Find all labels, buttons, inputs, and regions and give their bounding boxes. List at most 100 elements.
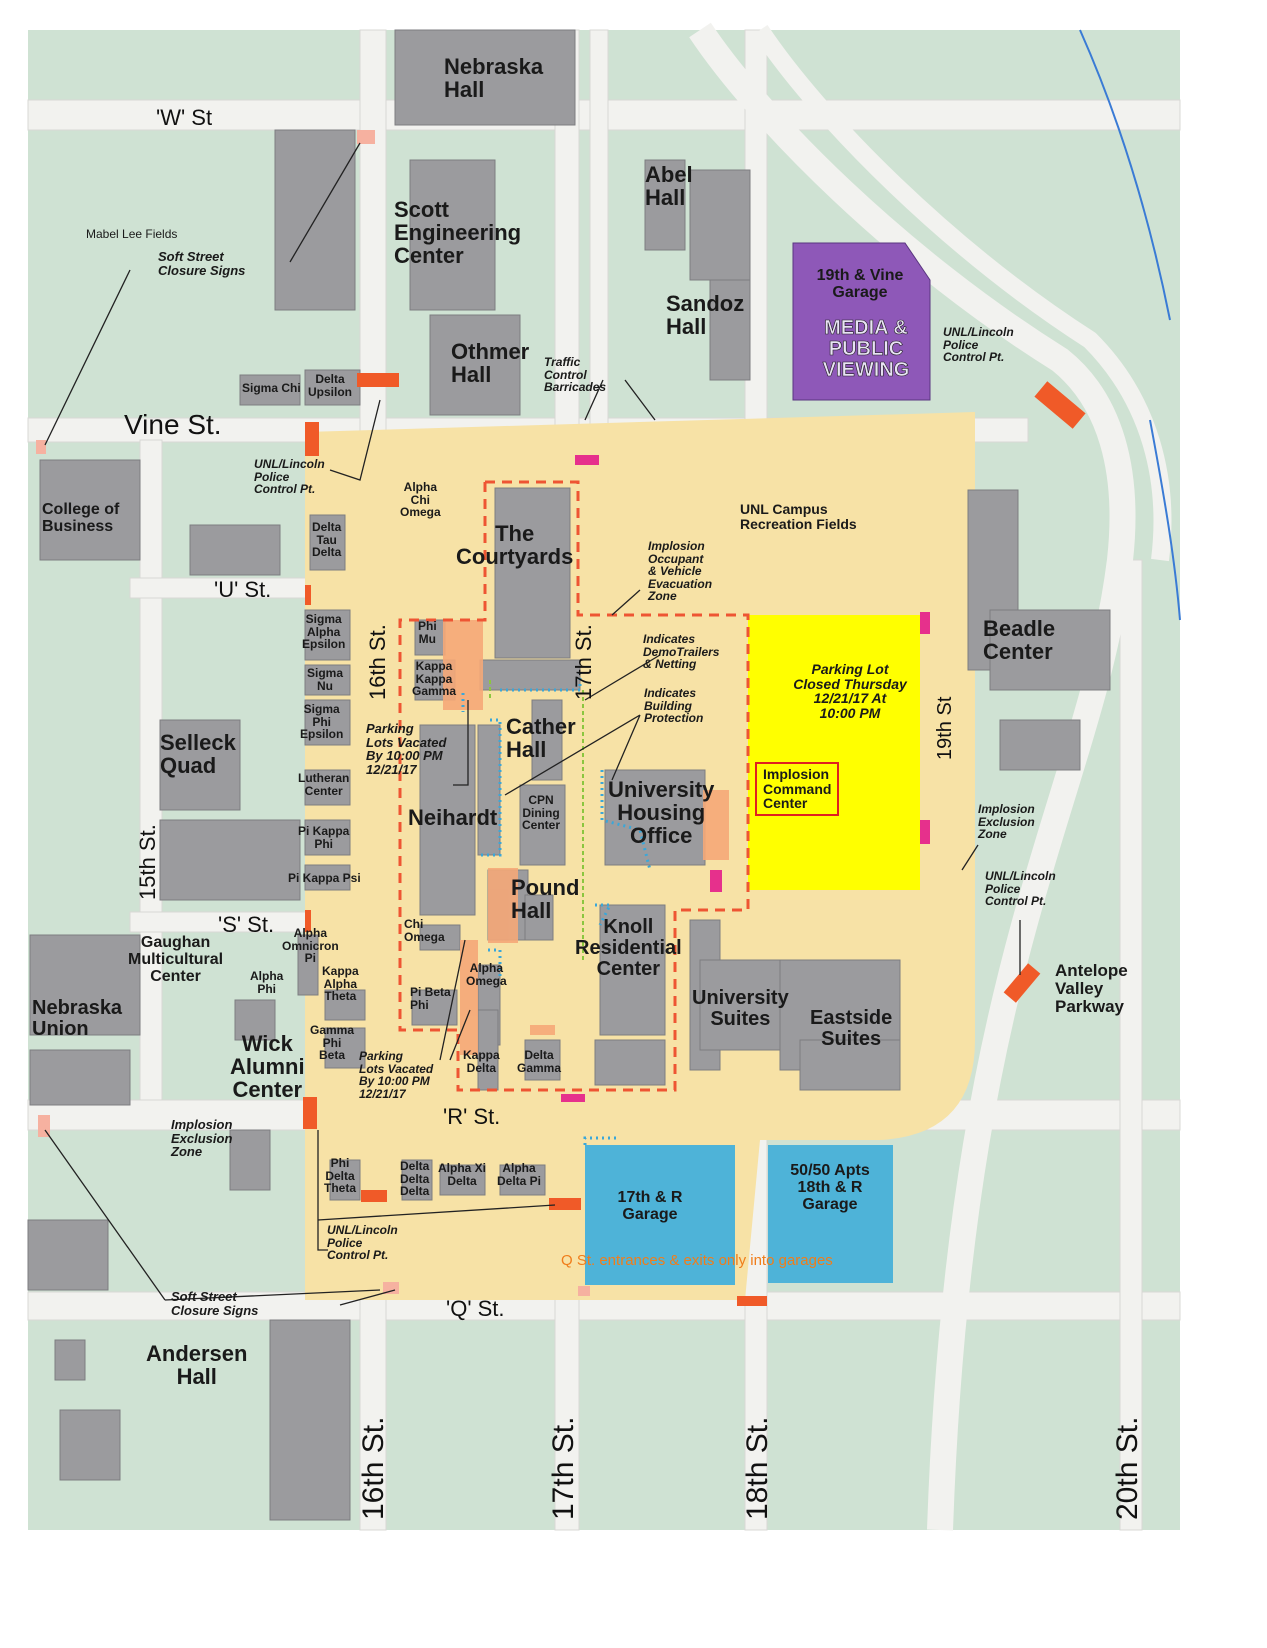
soft-closure-sign — [578, 1286, 590, 1296]
building — [411, 989, 458, 1026]
label-alpha-delta-pi: Alpha Delta Pi — [497, 1161, 542, 1188]
magenta-marker — [710, 870, 722, 892]
label-sigma-phi-epsilon: Sigma Phi Epsilon — [300, 702, 344, 742]
note-building-protection: Indicates Building Protection — [644, 686, 704, 726]
label-university-suites: University Suites — [692, 987, 789, 1030]
evacuation-zone-boundary-west — [398, 482, 487, 1032]
building — [604, 769, 706, 866]
building — [409, 159, 496, 311]
building — [39, 459, 141, 561]
antelope-valley-parkway — [689, 22, 1136, 1531]
building — [324, 1027, 366, 1069]
soft-closure-sign — [36, 440, 46, 454]
building — [599, 904, 666, 1036]
building-protection-line — [600, 770, 652, 871]
building — [304, 819, 351, 856]
building — [27, 1219, 109, 1291]
note-demo-trailers: Indicates DemoTrailers & Netting — [643, 632, 720, 672]
building — [304, 769, 351, 806]
magenta-marker — [575, 455, 599, 465]
label-phi-mu: Phi Mu — [418, 619, 437, 646]
building — [499, 1164, 546, 1196]
evacuation-zone-boundary — [456, 480, 750, 1092]
building — [401, 1159, 433, 1201]
building — [189, 524, 281, 576]
street-label-20th: 20th St. — [1111, 1416, 1144, 1520]
leader-line — [289, 142, 361, 263]
building — [999, 719, 1081, 771]
magenta-marker — [920, 820, 930, 844]
label-alpha-omicron-pi: Alpha Omnicron Pi — [282, 926, 339, 966]
label-knoll: Knoll Residential Center — [575, 916, 682, 980]
building — [524, 894, 554, 941]
police-control-point — [549, 1198, 581, 1210]
building — [439, 1164, 486, 1196]
note-parking-vacated-2: Parking Lots Vacated By 10:00 PM 12/21/1… — [359, 1049, 434, 1101]
note-police-r-st: UNL/Lincoln Police Control Pt. — [327, 1223, 398, 1263]
soft-closure-sign — [38, 1115, 50, 1137]
label-pound: Pound Hall — [511, 875, 580, 924]
building — [419, 724, 476, 916]
building — [519, 784, 566, 866]
leader-line — [44, 269, 131, 446]
police-control-point — [303, 1097, 317, 1129]
building — [269, 1319, 351, 1521]
leader-line — [611, 589, 641, 616]
building — [297, 934, 319, 996]
label-delta-delta-delta: Delta Delta Delta — [400, 1159, 430, 1199]
building — [29, 934, 141, 1036]
road — [139, 439, 163, 1101]
leader-line — [584, 654, 661, 701]
building — [324, 989, 366, 1021]
label-sigma-alpha-epsilon: Sigma Alpha Epsilon — [302, 612, 346, 652]
note-q-st-garages: Q St. entrances & exits only into garage… — [561, 1252, 833, 1269]
road — [27, 1291, 1181, 1321]
media-garage — [792, 242, 931, 401]
building — [159, 719, 241, 811]
note-soft-closure-bottom: Soft Street Closure Signs — [171, 1289, 259, 1318]
label-housing-office: University Housing Office — [608, 777, 715, 849]
label-abel: Abel Hall — [645, 162, 693, 211]
label-chi-omega: Chi Omega — [404, 917, 445, 944]
building — [594, 1039, 666, 1086]
magenta-marker — [561, 1094, 585, 1102]
street-label-18th-bottom: 18th St. — [741, 1416, 774, 1520]
label-sigma-nu: Sigma Nu — [307, 666, 344, 693]
label-kappa-kappa-gamma: Kappa Kappa Gamma — [412, 659, 457, 699]
leader-line — [317, 1130, 556, 1251]
street-label-s: 'S' St. — [218, 912, 275, 937]
magenta-marker — [920, 612, 930, 634]
note-exclusion-west: Implosion Exclusion Zone — [171, 1117, 233, 1160]
label-delta-tau-delta: Delta Tau Delta — [312, 520, 342, 560]
building — [689, 169, 751, 281]
antelope-valley-parkway-north — [752, 25, 1172, 562]
note-command-center: Implosion Command Center — [755, 762, 840, 817]
building — [394, 29, 576, 126]
label-garage-17-r: 17th & R Garage — [617, 1189, 683, 1223]
label-delta-upsilon: Delta Upsilon — [308, 372, 352, 399]
street-label-17th-bottom: 17th St. — [547, 1416, 580, 1520]
label-rec-fields: UNL Campus Recreation Fields — [740, 501, 857, 532]
building — [304, 864, 351, 891]
label-pi-kappa-psi: Pi Kappa Psi — [288, 871, 361, 885]
label-lutheran: Lutheran Center — [298, 771, 350, 798]
closed-parking-lot — [748, 615, 920, 890]
stream — [1079, 29, 1171, 321]
note-soft-closure-top: Soft Street Closure Signs — [158, 249, 246, 278]
label-cpn-dining: CPN Dining Center — [522, 793, 561, 833]
building-protection-line — [500, 672, 582, 692]
building-protection-line — [488, 948, 502, 978]
label-pi-beta-phi: Pi Beta Phi — [410, 985, 451, 1012]
building — [989, 609, 1111, 691]
label-beadle: Beadle Center — [983, 616, 1056, 665]
street-label-16th: 16th St. — [365, 624, 390, 700]
street-label-antelope: Antelope Valley Parkway — [1055, 961, 1128, 1016]
police-control-point — [305, 585, 311, 605]
label-kappa-alpha-theta: Kappa Alpha Theta — [322, 964, 359, 1004]
label-selleck: Selleck Quad — [160, 730, 236, 779]
note-exclusion-east: Implosion Exclusion Zone — [978, 802, 1035, 842]
label-nebraska-union: Nebraska Union — [32, 997, 123, 1040]
note-parking-closed: Parking Lot Closed Thursday 12/21/17 At … — [793, 661, 907, 722]
